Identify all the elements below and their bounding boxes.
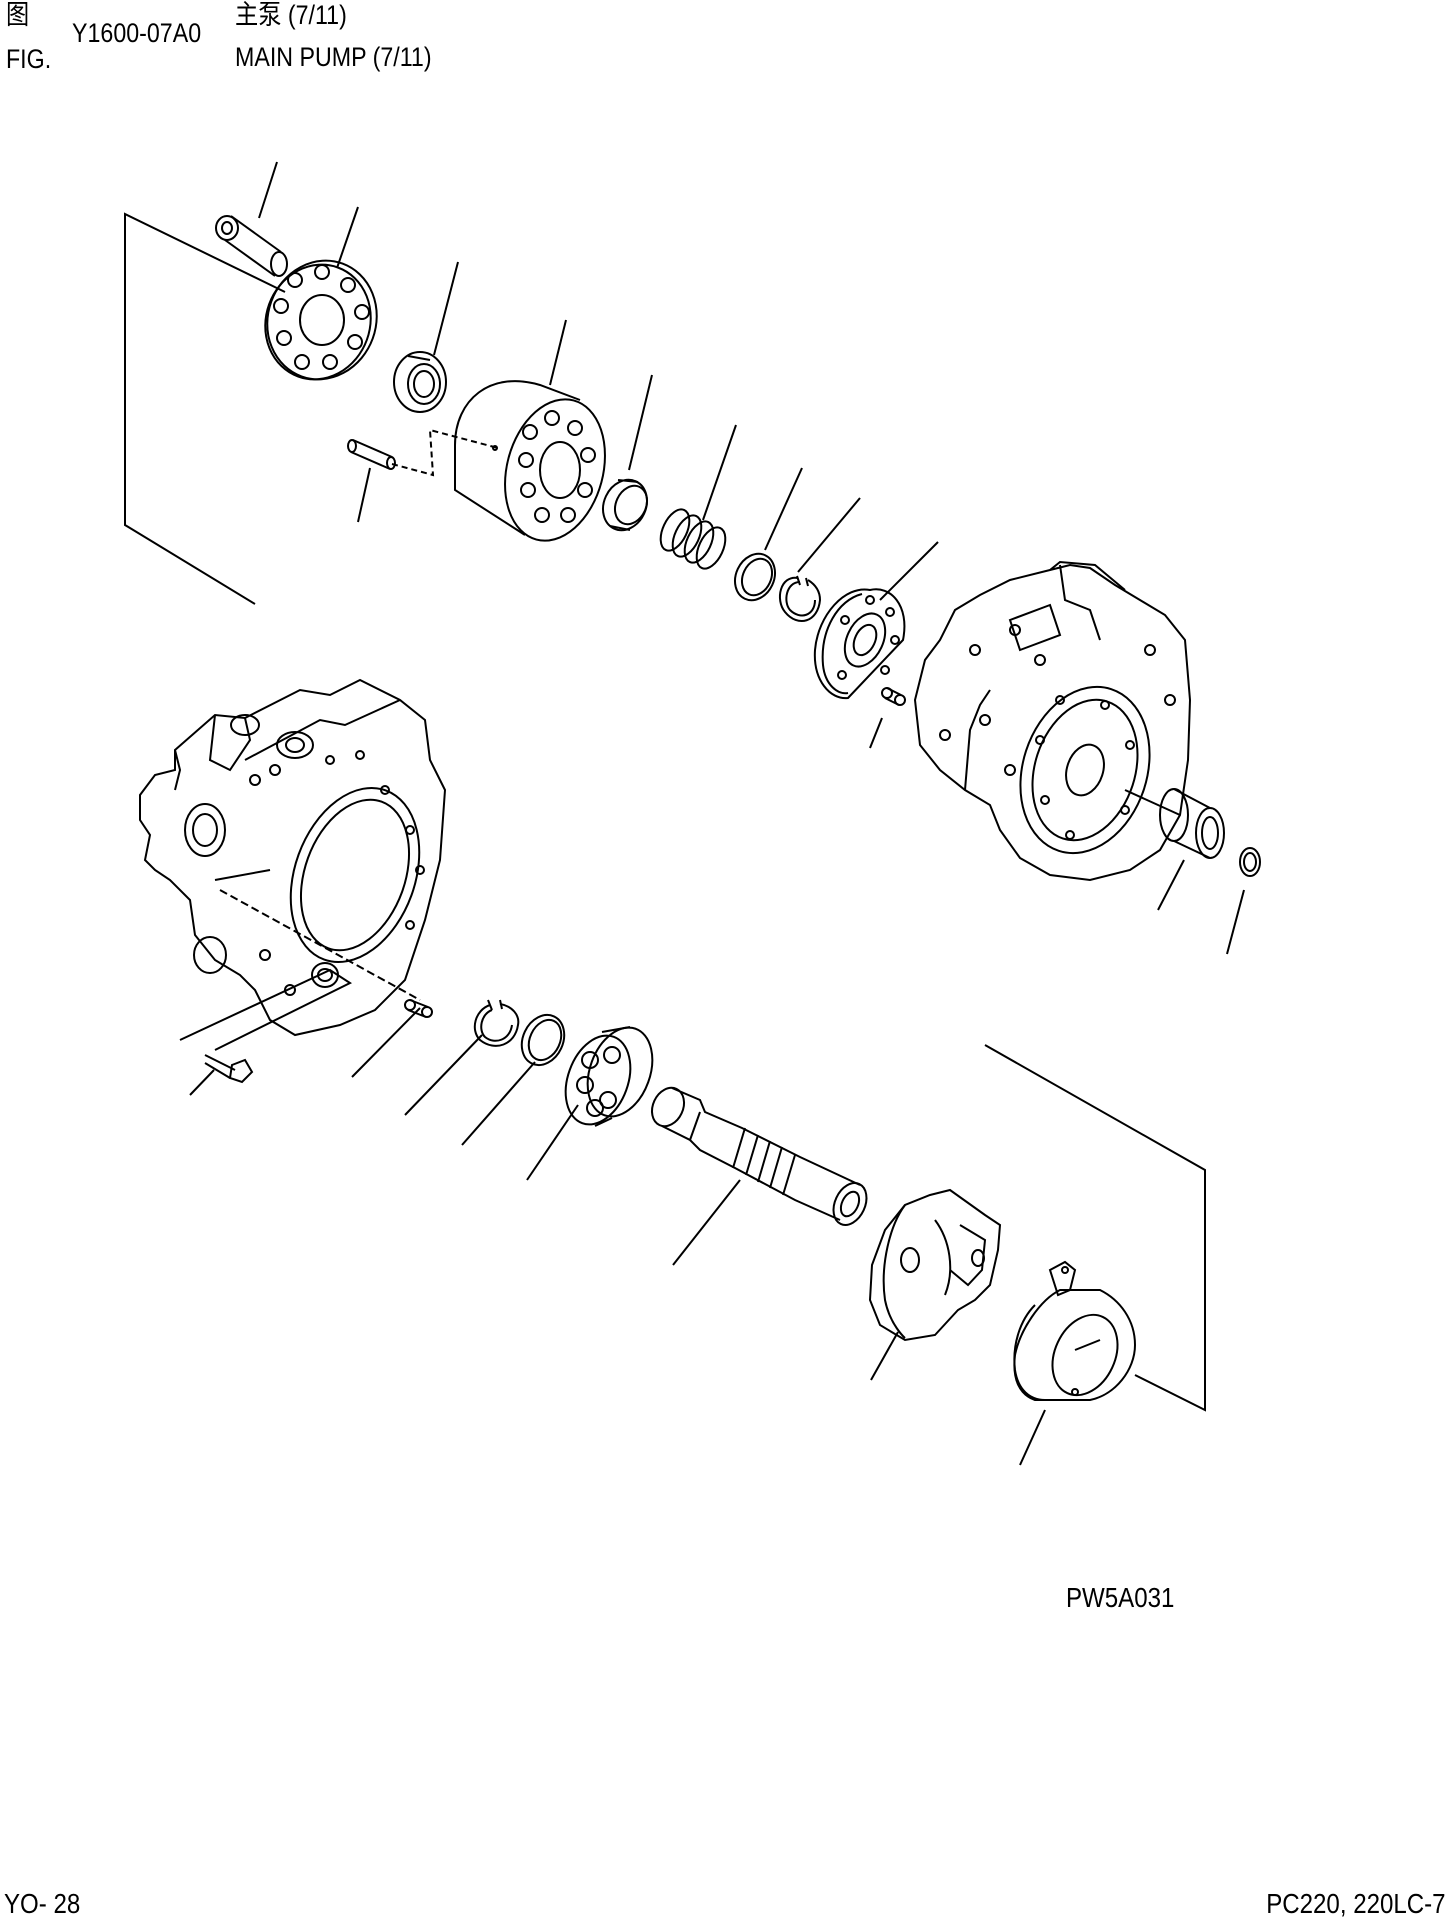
fig-number: Y1600-07A0 (72, 18, 202, 48)
pump-case-housing (140, 680, 445, 1035)
spring (655, 505, 731, 573)
page-number: YO- 28 (4, 1888, 81, 1919)
seal-ring (1240, 848, 1260, 876)
drawing-code: PW5A031 (1066, 1582, 1175, 1613)
title-cn: 主泵 (7/11) (235, 0, 347, 30)
retainer-plate (249, 245, 393, 395)
spacer-ring (728, 547, 783, 607)
group-bracket-upper (125, 214, 285, 604)
pin (348, 430, 498, 475)
group-bracket-lower (985, 1045, 1205, 1410)
needle-bearing (1160, 789, 1224, 858)
valve-plate (815, 589, 905, 698)
piston (216, 216, 287, 276)
swash-plate-support (870, 1190, 1000, 1340)
bushing (595, 473, 655, 538)
dowel-pin (882, 688, 905, 705)
spacer-ring-lower (514, 1008, 572, 1072)
ball-bearing (554, 1019, 664, 1134)
title-en: MAIN PUMP (7/11) (235, 42, 432, 72)
end-cap-housing (915, 562, 1190, 880)
bolt (180, 970, 350, 1082)
shaft (646, 1083, 873, 1231)
cover-plate (1014, 1262, 1135, 1406)
fig-label-en: FIG. (6, 44, 52, 74)
leader-lines (190, 162, 1244, 1465)
dowel-pin-lower (405, 1000, 432, 1017)
snap-ring (780, 576, 820, 621)
cylinder-block (455, 381, 620, 552)
spherical-bushing (394, 352, 446, 412)
model-label: PC220, 220LC-7 (1266, 1888, 1446, 1919)
fig-label-cn: 图 (6, 0, 30, 30)
snap-ring-lower (475, 1000, 519, 1046)
